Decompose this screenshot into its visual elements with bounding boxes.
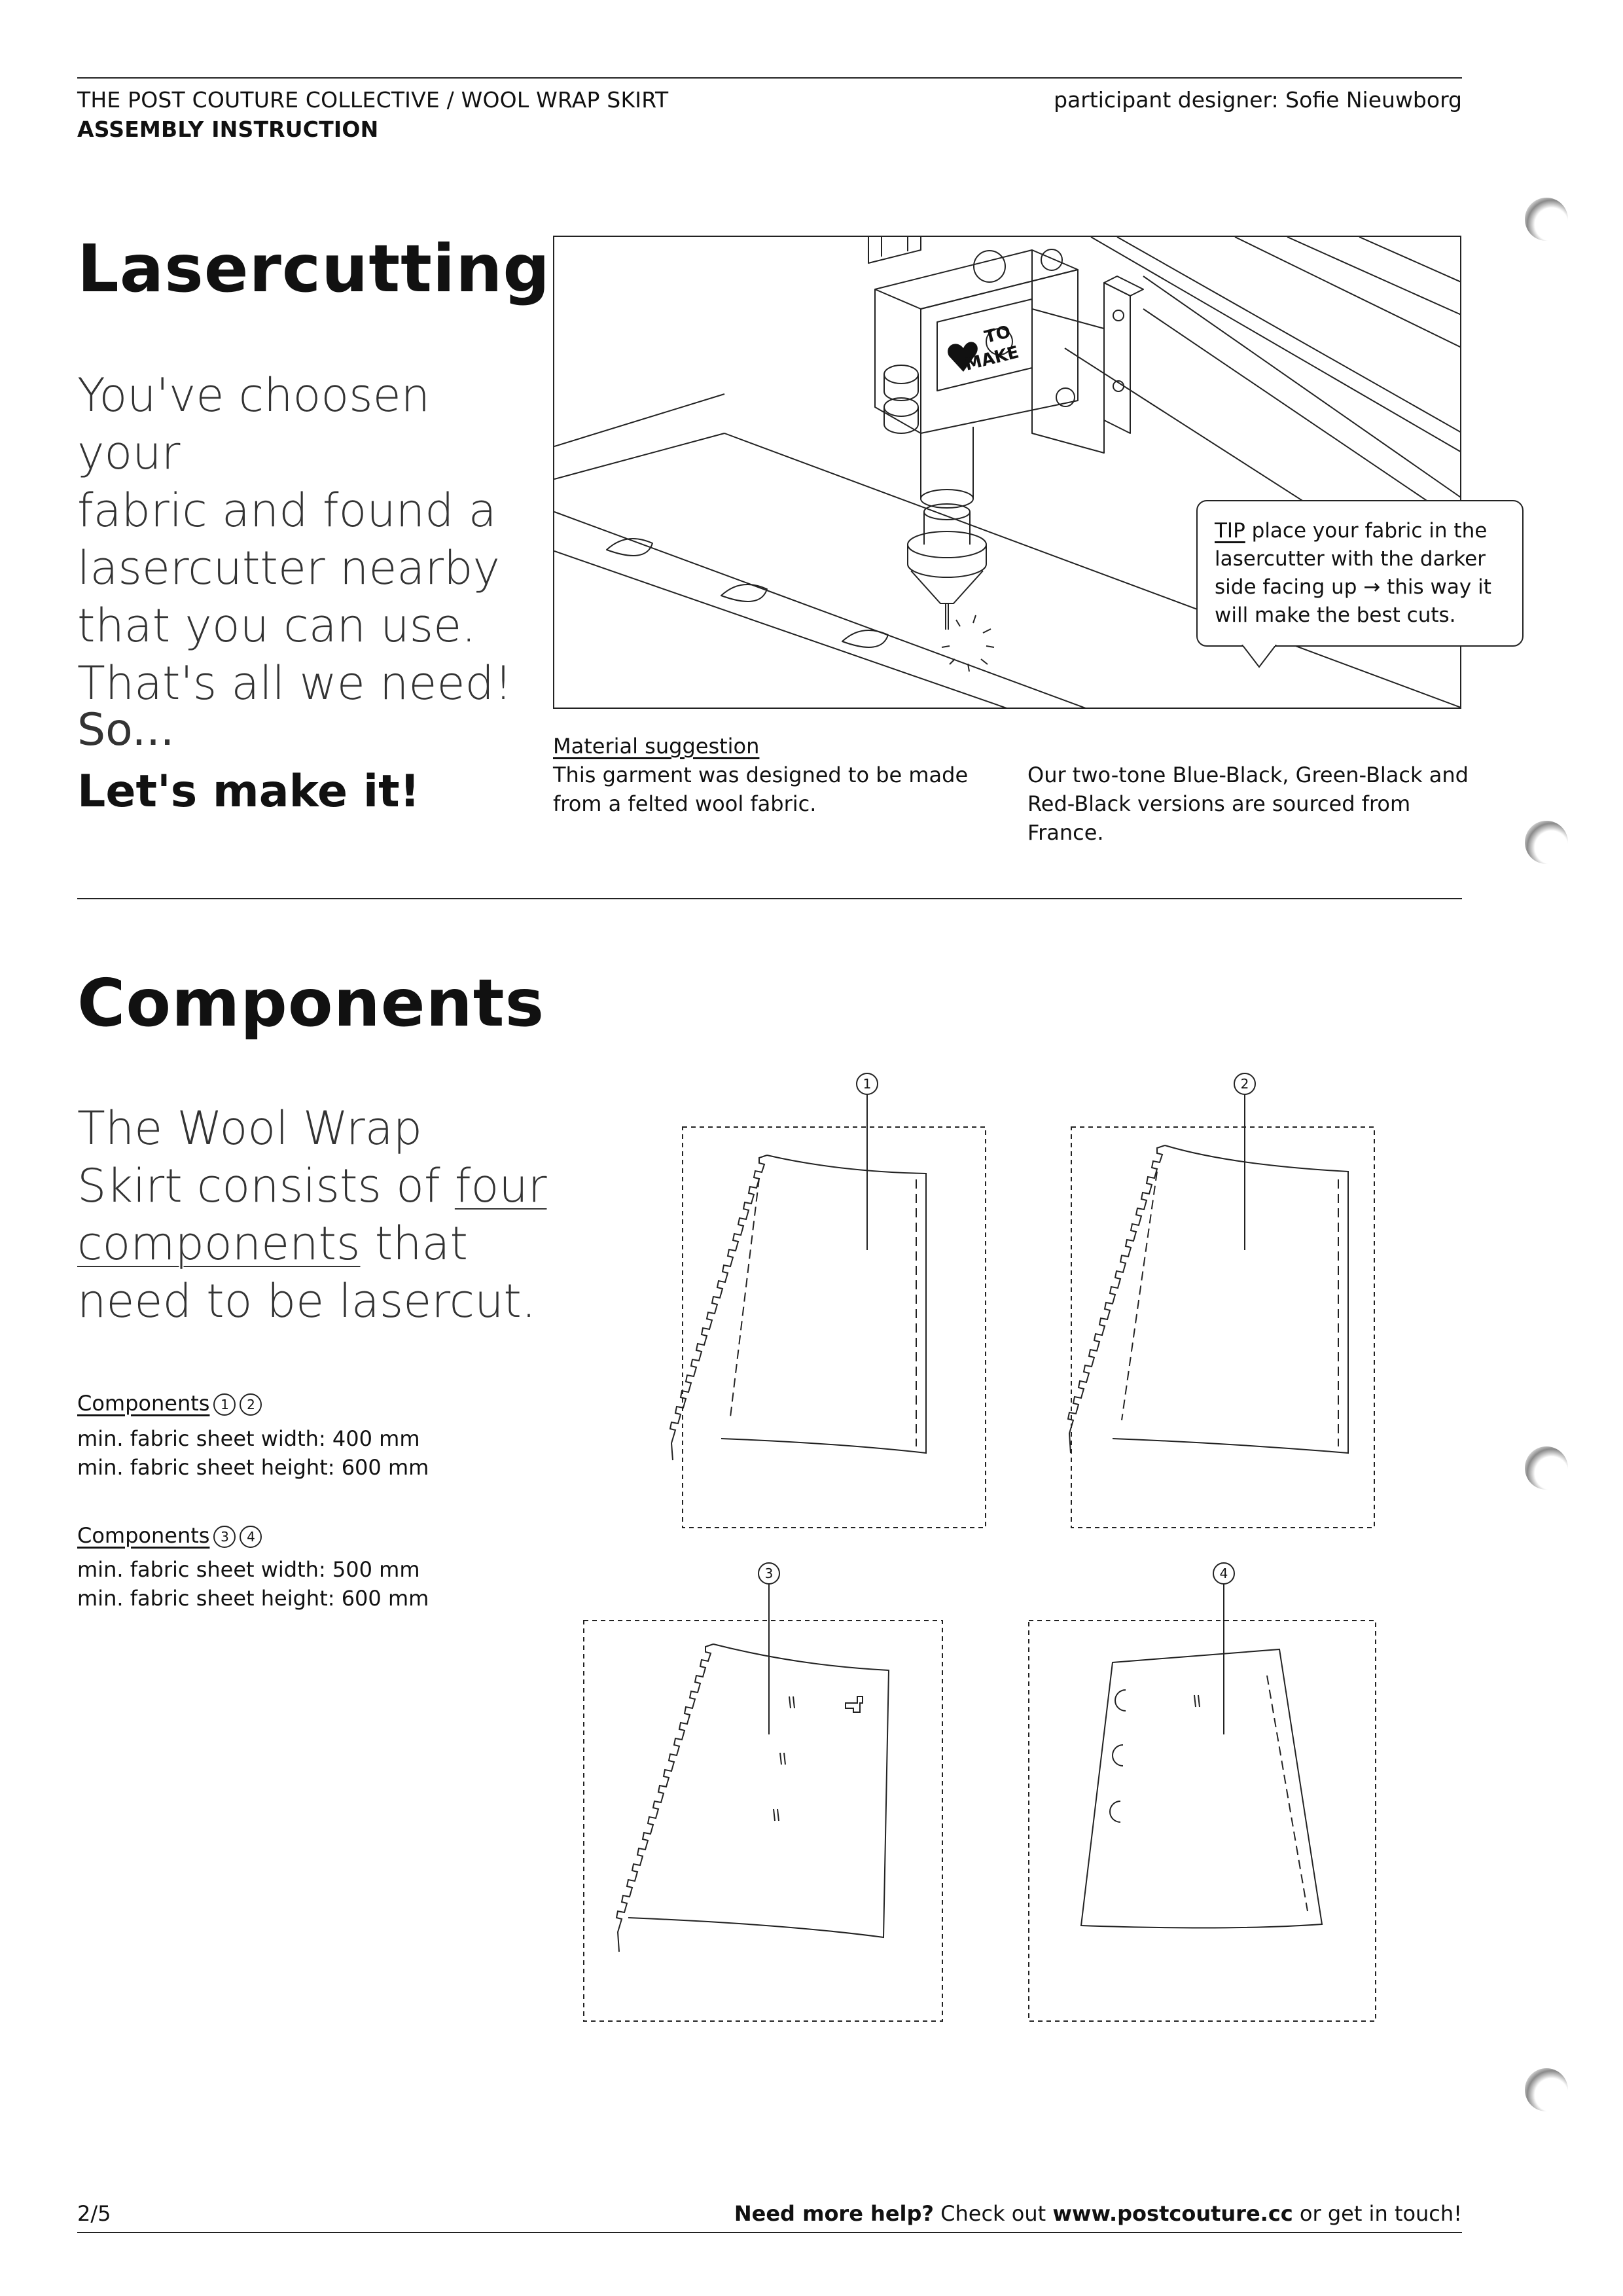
so-text: So... [77, 704, 175, 756]
component-number: 3 [213, 1526, 236, 1548]
material-title: Material suggestion [553, 734, 760, 759]
component-number: 1 [213, 1393, 236, 1416]
lasercutting-intro: You've choosen your fabric and found a l… [77, 367, 535, 712]
help-link[interactable]: www.postcouture.cc [1052, 2201, 1293, 2226]
intro-line: fabric and found a [77, 484, 497, 537]
group-2-height: min. fabric sheet height: 600 mm [77, 1586, 429, 1611]
group-title: Components [77, 1391, 210, 1416]
tip-bubble-tail [1241, 645, 1277, 668]
material-source-text: Our two-tone Blue-Black, Green-Black and… [1027, 761, 1472, 847]
designer-credit: participant designer: Sofie Nieuwborg [1054, 87, 1462, 113]
group-1-width: min. fabric sheet width: 400 mm [77, 1426, 420, 1451]
header-title-line: THE POST COUTURE COLLECTIVE / WOOL WRAP … [77, 85, 668, 115]
machine-label-to: TO [982, 322, 1012, 348]
punch-hole [1525, 1446, 1568, 1490]
component-number: 2 [240, 1393, 262, 1416]
intro-line: components that [77, 1215, 601, 1272]
doc-type: ASSEMBLY INSTRUCTION [77, 117, 379, 142]
page-number: 2/5 [77, 2201, 111, 2226]
material-text: This garment was designed to be made fro… [553, 761, 972, 818]
lasercutting-title: Lasercutting [77, 230, 550, 307]
intro-line: That's all we need! [77, 656, 513, 710]
material-line: Red-Black versions are sourced from Fran… [1027, 791, 1411, 845]
material-line: from a felted wool fabric. [553, 791, 817, 816]
intro-line: that you can use. [77, 599, 476, 653]
collective-name: THE POST COUTURE COLLECTIVE [77, 87, 440, 113]
intro-line: need to be lasercut. [77, 1274, 537, 1328]
intro-text: that [360, 1217, 468, 1270]
help-footer: Need more help? Check out www.postcoutur… [734, 2199, 1462, 2228]
punch-hole [1525, 2068, 1568, 2111]
punch-hole [1525, 821, 1568, 864]
material-line: Our two-tone Blue-Black, Green-Black and [1027, 762, 1469, 787]
tip-text: lasercutter with the darker [1215, 547, 1486, 571]
cta-text: Let's make it! [77, 766, 420, 817]
group-title: Components [77, 1523, 210, 1548]
components-intro: The Wool Wrap Skirt consists of four com… [77, 1100, 601, 1330]
intro-line: Skirt consists of four [77, 1157, 601, 1215]
component-label-2: 2 [1241, 1076, 1249, 1092]
header-separator: / [446, 87, 454, 113]
intro-text: Skirt consists of [77, 1159, 455, 1213]
intro-emphasis: four [454, 1159, 547, 1213]
tip-text: will make the best cuts. [1215, 603, 1456, 627]
footer-rule [77, 2232, 1462, 2233]
component-label-1: 1 [863, 1076, 872, 1092]
punch-hole [1525, 198, 1568, 241]
material-line: This garment was designed to be made [553, 762, 969, 787]
group-2-width: min. fabric sheet width: 500 mm [77, 1557, 420, 1582]
tip-label: TIP [1215, 519, 1245, 543]
intro-line: You've choosen your [77, 368, 431, 480]
group-1-height: min. fabric sheet height: 600 mm [77, 1455, 429, 1480]
component-label-3: 3 [765, 1566, 774, 1581]
intro-line: The Wool Wrap [77, 1102, 423, 1155]
product-name: WOOL WRAP SKIRT [461, 87, 669, 113]
intro-line: lasercutter nearby [77, 541, 500, 595]
tip-text: side facing up → this way it [1215, 575, 1491, 599]
help-text-end: or get in touch! [1293, 2201, 1462, 2226]
intro-emphasis: components [77, 1217, 361, 1270]
components-diagram: 1 2 3 4 [583, 1073, 1376, 2022]
help-bold: Need more help? [734, 2201, 934, 2226]
header-left: THE POST COUTURE COLLECTIVE / WOOL WRAP … [77, 85, 668, 144]
section-divider [77, 898, 1462, 899]
header-rule [77, 77, 1462, 79]
lasercutter-drawing: TO MAKE [554, 237, 1460, 708]
tip-text: place your fabric in the [1251, 519, 1488, 543]
components-title: Components [77, 965, 545, 1041]
tip-bubble: TIP place your fabric in the lasercutter… [1196, 500, 1524, 647]
component-label-4: 4 [1220, 1566, 1228, 1581]
help-text: Check out [933, 2201, 1053, 2226]
component-number: 4 [240, 1526, 262, 1548]
